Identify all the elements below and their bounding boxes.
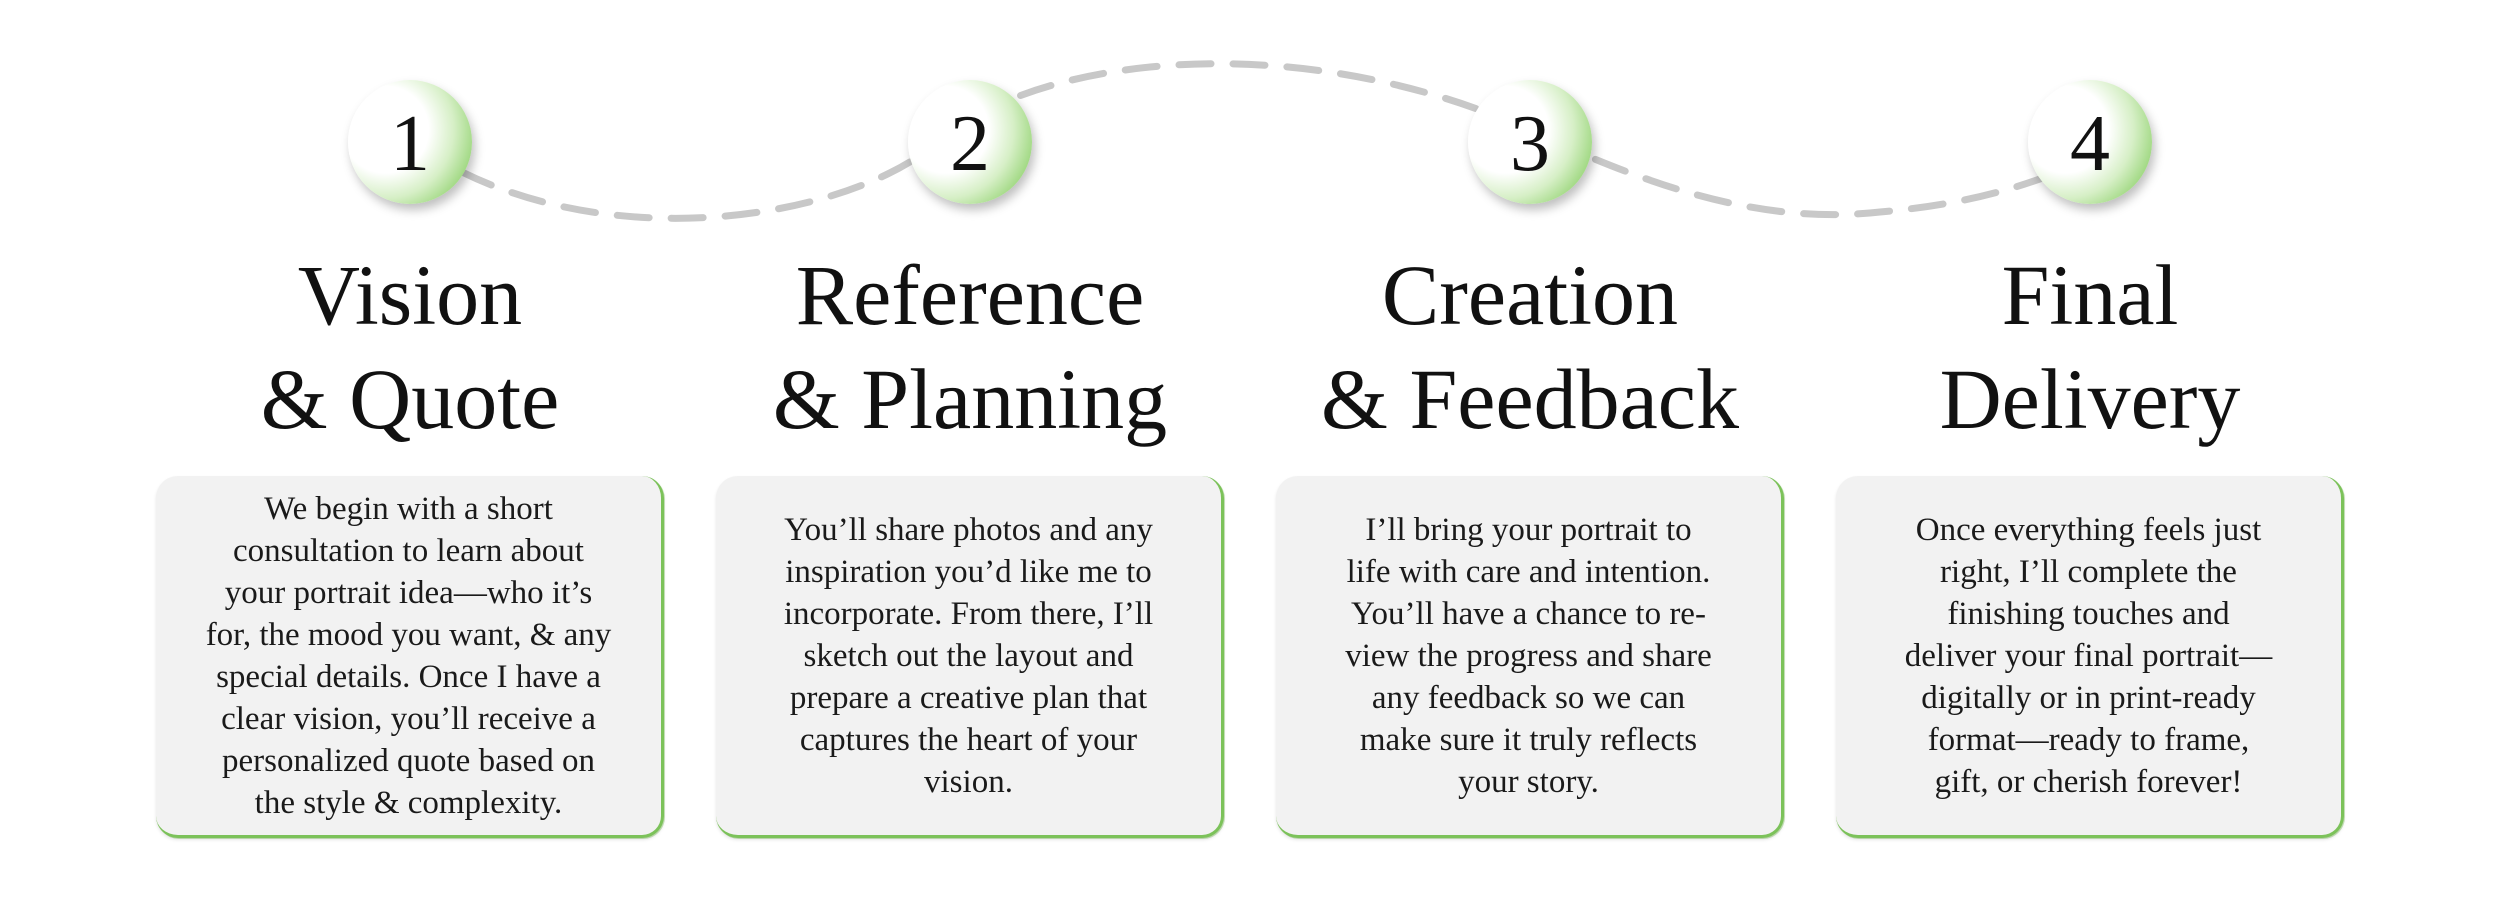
step-description-card: Once everything feels just right, I’ll c… xyxy=(1836,476,2344,838)
step-description: You’ll share photos and any inspiration … xyxy=(783,511,1154,800)
step-description: I’ll bring your portrait to life with ca… xyxy=(1345,511,1712,800)
step-title: Final Delivery xyxy=(1939,247,2241,447)
step-3: 3 Creation & Feedback I’ll bring your po… xyxy=(1250,0,1810,903)
step-description-card: You’ll share photos and any inspiration … xyxy=(716,476,1224,838)
step-description-card: We begin with a short consultation to le… xyxy=(156,476,664,838)
step-description: We begin with a short consultation to le… xyxy=(205,490,612,821)
step-1: 1 Vision & Quote We begin with a short c… xyxy=(130,0,690,903)
step-title: Vision & Quote xyxy=(260,247,560,447)
step-number-badge: 3 xyxy=(1468,80,1592,204)
step-number-badge: 4 xyxy=(2028,80,2152,204)
step-description-card: I’ll bring your portrait to life with ca… xyxy=(1276,476,1784,838)
step-title: Creation & Feedback xyxy=(1321,247,1739,447)
step-2: 2 Reference & Planning You’ll share phot… xyxy=(690,0,1250,903)
step-number-badge: 1 xyxy=(348,80,472,204)
step-title: Reference & Planning xyxy=(772,247,1168,447)
step-4: 4 Final Delivery Once everything feels j… xyxy=(1810,0,2370,903)
step-number-badge: 2 xyxy=(908,80,1032,204)
step-description: Once everything feels just right, I’ll c… xyxy=(1904,511,2273,800)
